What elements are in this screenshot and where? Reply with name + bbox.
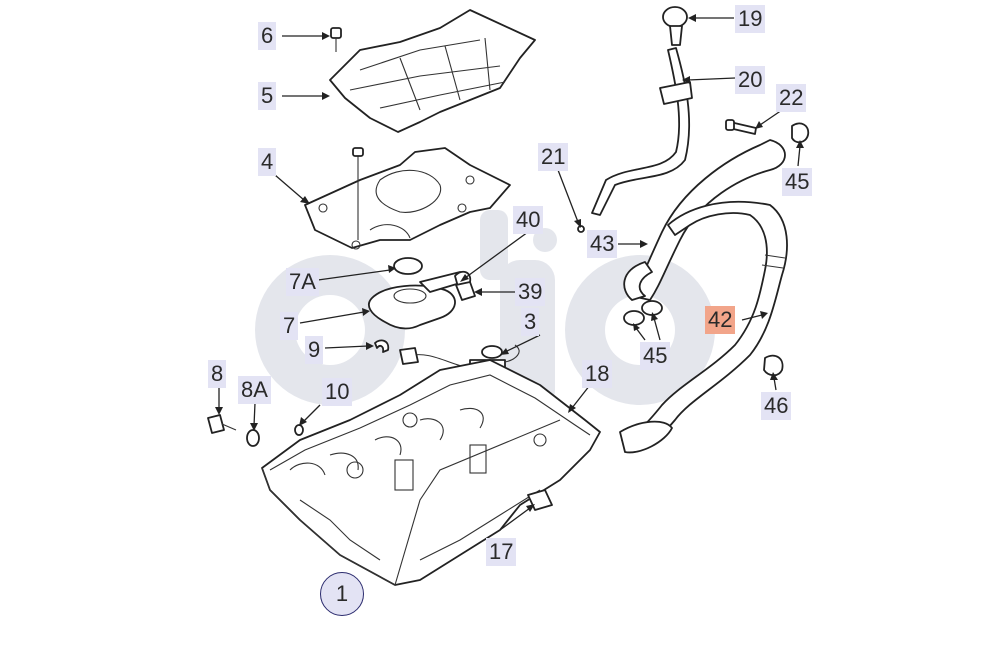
callout-5: 5 xyxy=(258,82,277,110)
callout-42: 42 xyxy=(705,306,736,334)
clamp-45-lower-part xyxy=(623,300,663,326)
callout-45-upper: 45 xyxy=(782,168,813,196)
callout-8a: 8A xyxy=(238,376,271,404)
washer-8a-part xyxy=(246,429,260,447)
clip-39-part xyxy=(455,281,476,301)
callout-3: 3 xyxy=(521,308,540,336)
callout-22: 22 xyxy=(776,84,807,112)
fitting-46-part xyxy=(763,354,784,377)
callout-40: 40 xyxy=(513,206,544,234)
callout-46: 46 xyxy=(761,392,792,420)
dipstick-part xyxy=(577,6,693,233)
callout-9: 9 xyxy=(305,336,324,364)
breather-hose-part xyxy=(619,139,788,454)
bolt-8-part xyxy=(207,414,237,434)
callout-7a: 7A xyxy=(286,268,319,296)
callout-21: 21 xyxy=(538,143,569,171)
baffle-plate-part xyxy=(304,147,511,250)
oil-pan-part xyxy=(261,359,601,586)
callout-45-lower: 45 xyxy=(640,342,671,370)
callout-39: 39 xyxy=(515,278,546,306)
bolt-6-part xyxy=(330,27,342,52)
callout-17: 17 xyxy=(486,538,517,566)
callout-8: 8 xyxy=(208,360,227,388)
pickup-tube-part xyxy=(368,257,472,353)
seal-10-part xyxy=(294,424,304,436)
callout-43: 43 xyxy=(587,230,618,258)
callout-18: 18 xyxy=(582,360,613,388)
callout-6: 6 xyxy=(258,22,277,50)
callout-19: 19 xyxy=(735,5,766,33)
leader-lines xyxy=(215,14,804,531)
callout-10: 10 xyxy=(322,378,353,406)
skid-plate-part xyxy=(329,9,536,133)
callout-1: 1 xyxy=(320,572,364,616)
callout-7: 7 xyxy=(280,312,299,340)
bolt-22-part xyxy=(725,119,757,135)
callout-4: 4 xyxy=(258,148,277,176)
clamp-45-upper-part xyxy=(791,122,810,144)
callout-20: 20 xyxy=(735,66,766,94)
